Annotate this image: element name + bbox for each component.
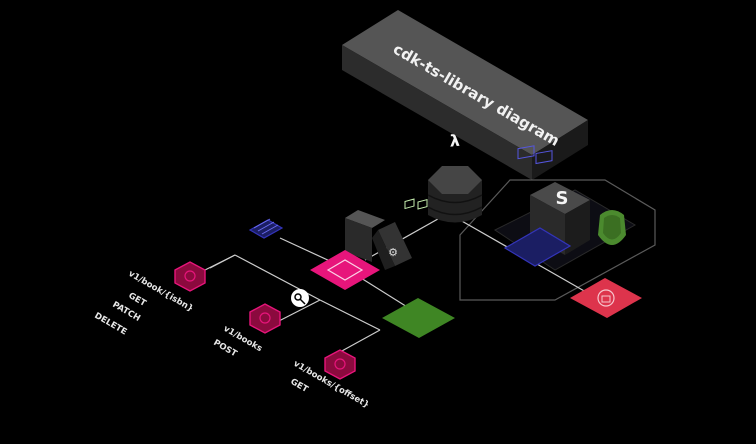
lambda-icon: λ <box>450 131 460 151</box>
key-icon <box>291 289 309 307</box>
route-method: GET <box>289 377 310 395</box>
compute-prism <box>345 210 385 262</box>
api-endpoint-icon <box>174 261 206 292</box>
lambda-stack: λ <box>427 131 483 223</box>
title-slab: cdk-ts-library diagram <box>342 10 588 180</box>
compute-node <box>382 198 455 338</box>
route-method: POST <box>212 338 239 359</box>
api-endpoint-icon <box>249 303 281 334</box>
api-gateway-icon <box>310 250 380 290</box>
sqs-queue-icon <box>248 218 284 239</box>
shield-icon <box>598 210 626 245</box>
api-endpoint-icon <box>324 349 356 380</box>
server-icon: S <box>556 188 569 209</box>
aurora-database-icon <box>503 145 572 267</box>
gear-block: ⚙ <box>372 222 412 270</box>
secrets-manager-icon <box>570 278 642 318</box>
gear-icon: ⚙ <box>388 246 398 259</box>
route-method: GET <box>127 291 148 309</box>
route-labels: v1/book/{isbn} GET PATCH DELETE v1/books… <box>93 269 371 411</box>
